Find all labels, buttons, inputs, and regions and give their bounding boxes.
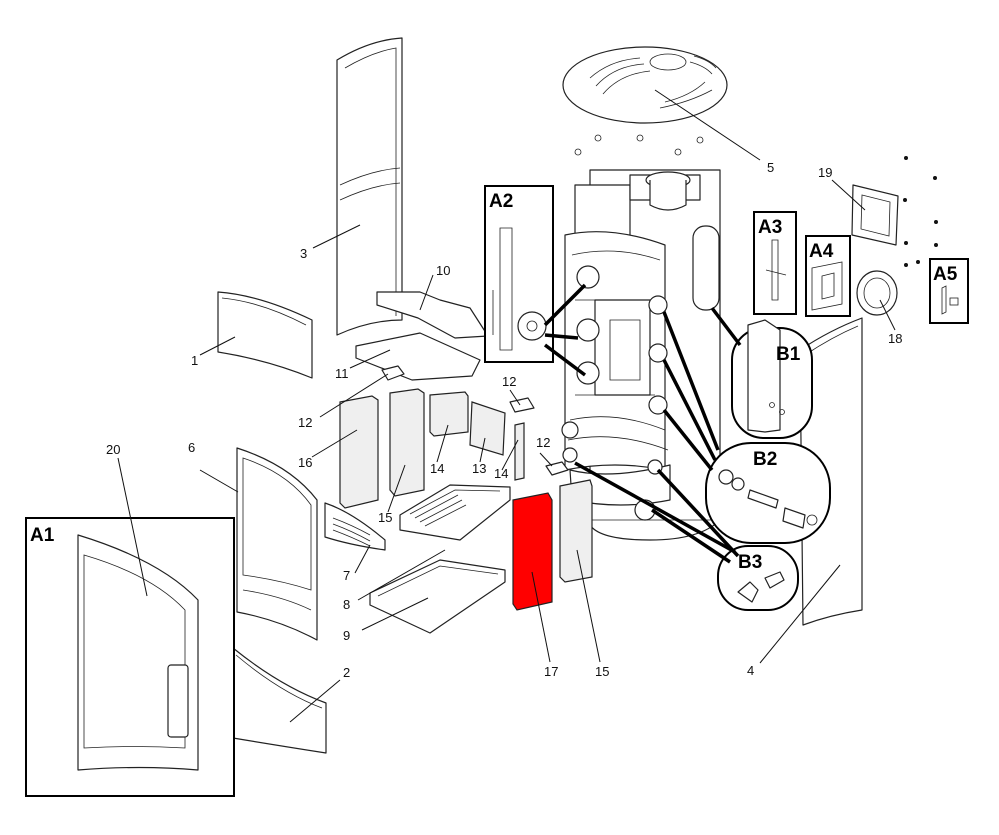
detail-box-a3 bbox=[753, 211, 797, 315]
part-15-brick-right bbox=[559, 479, 593, 583]
part-8-grate bbox=[399, 484, 511, 541]
label-part-12a: 12 bbox=[298, 415, 312, 430]
part-19-plate bbox=[851, 184, 899, 246]
body-detail-circles bbox=[561, 225, 720, 521]
label-a4: A4 bbox=[809, 241, 834, 262]
label-part-1: 1 bbox=[191, 353, 198, 368]
label-part-9: 9 bbox=[343, 628, 350, 643]
label-a5: A5 bbox=[933, 264, 958, 285]
label-part-3: 3 bbox=[300, 246, 307, 261]
part-15-brick-left bbox=[389, 388, 425, 497]
label-part-11: 11 bbox=[335, 366, 349, 381]
label-part-8: 8 bbox=[343, 597, 350, 612]
part-14-brick-b bbox=[514, 422, 525, 481]
label-part-16: 16 bbox=[298, 455, 312, 470]
label-part-15a: 15 bbox=[378, 510, 392, 525]
label-part-18: 18 bbox=[888, 331, 902, 346]
part-2-lower-panel bbox=[232, 647, 327, 754]
part-14-brick-a bbox=[429, 391, 469, 437]
label-part-13: 13 bbox=[472, 461, 486, 476]
label-part-12c: 12 bbox=[536, 435, 550, 450]
label-part-15b: 15 bbox=[595, 664, 609, 679]
right-screws bbox=[903, 156, 938, 267]
label-part-14a: 14 bbox=[430, 461, 444, 476]
top-screws bbox=[574, 134, 704, 156]
label-a2: A2 bbox=[489, 191, 513, 212]
part-labels: 1 2 3 4 5 6 7 8 9 10 11 12 12 12 13 14 1… bbox=[106, 160, 902, 680]
label-part-7: 7 bbox=[343, 568, 350, 583]
label-b2: B2 bbox=[753, 449, 777, 470]
detail-box-a4 bbox=[805, 235, 851, 317]
part-13-brick bbox=[469, 401, 506, 456]
label-part-20: 20 bbox=[106, 442, 120, 457]
label-part-6: 6 bbox=[188, 440, 195, 455]
part-17-highlighted-brick bbox=[512, 492, 553, 611]
label-a3: A3 bbox=[758, 217, 782, 238]
label-a1: A1 bbox=[30, 525, 55, 546]
part-18-flue bbox=[856, 270, 898, 316]
label-part-5: 5 bbox=[767, 160, 774, 175]
part-16-brick bbox=[339, 395, 379, 509]
part-4-side-cover bbox=[799, 317, 863, 626]
detail-box-a1 bbox=[25, 517, 235, 797]
part-5-top-cover bbox=[562, 46, 728, 124]
part-3-back-panel bbox=[336, 37, 403, 336]
part-9-ash-pan bbox=[369, 559, 506, 634]
detail-box-a5 bbox=[929, 258, 969, 324]
label-b1: B1 bbox=[776, 344, 801, 365]
label-part-10: 10 bbox=[436, 263, 450, 278]
label-part-14b: 14 bbox=[494, 466, 508, 481]
detail-connectors bbox=[543, 283, 742, 564]
label-part-4: 4 bbox=[747, 663, 754, 678]
part-1-curved-panel bbox=[217, 291, 313, 379]
leader-lines bbox=[117, 89, 896, 723]
label-part-17: 17 bbox=[544, 664, 558, 679]
label-part-12b: 12 bbox=[502, 374, 516, 389]
label-part-19: 19 bbox=[818, 165, 832, 180]
label-part-2: 2 bbox=[343, 665, 350, 680]
part-6-door bbox=[236, 447, 318, 641]
part-12-clips bbox=[381, 365, 569, 476]
detail-bubble-b3 bbox=[717, 545, 799, 611]
detail-bubble-b2 bbox=[705, 442, 831, 544]
detail-box-a2 bbox=[484, 185, 554, 363]
detail-bubble-b1 bbox=[731, 319, 813, 439]
detail-labels: A1 A2 A3 A4 A5 B1 B2 B3 bbox=[30, 191, 958, 573]
part-7-vent bbox=[324, 502, 386, 551]
label-b3: B3 bbox=[738, 552, 762, 573]
